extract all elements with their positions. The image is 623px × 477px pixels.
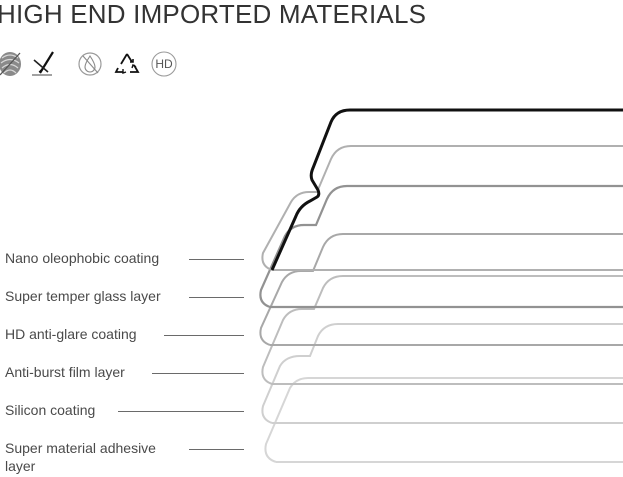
recycle-icon xyxy=(112,48,142,80)
layer-glass-outline xyxy=(259,184,623,309)
leader-line xyxy=(189,297,244,298)
leader-line xyxy=(189,449,244,450)
scratch-resistant-icon xyxy=(30,48,60,80)
hd-icon: HD xyxy=(149,48,179,80)
leader-line xyxy=(164,335,244,336)
hd-icon-label: HD xyxy=(155,57,173,71)
layer-label-adhesive: Super material adhesive layer xyxy=(5,440,156,474)
layer-label-oleophobic: Nano oleophobic coating xyxy=(5,250,160,266)
layer-adhesive-outline xyxy=(264,377,623,463)
leader-line xyxy=(118,411,244,412)
layer-label-antiburst: Anti-burst film layer xyxy=(5,364,125,380)
anti-fingerprint-icon xyxy=(0,48,26,80)
leader-line xyxy=(189,259,244,260)
layer-oleophobic-outline xyxy=(261,145,623,271)
layer-label-glass: Super temper glass layer xyxy=(5,288,161,304)
layer-top-outline xyxy=(270,108,623,271)
layer-antiburst-outline xyxy=(261,275,623,385)
anti-oil-icon xyxy=(75,48,105,80)
layer-antiglare-outline xyxy=(259,233,623,346)
layer-label-antiglare: HD anti-glare coating xyxy=(5,326,137,342)
layer-silicon-outline xyxy=(261,323,623,424)
page-title: HIGH END IMPORTED MATERIALS xyxy=(0,0,427,29)
leader-line xyxy=(152,373,244,374)
layer-label-silicon: Silicon coating xyxy=(5,402,96,418)
